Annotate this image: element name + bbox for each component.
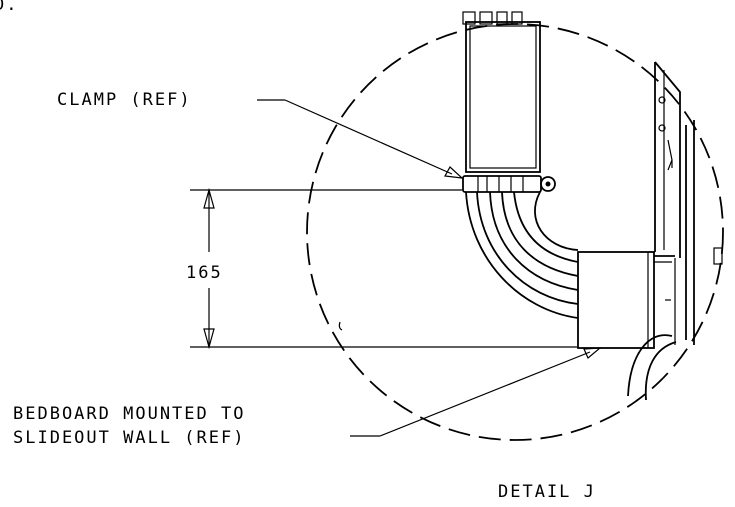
circle-tick xyxy=(338,321,343,331)
lower-hose xyxy=(627,334,677,401)
bedboard-box xyxy=(577,251,675,349)
bedboard-label-line2: SLIDEOUT WALL (REF) xyxy=(13,428,245,448)
clamp-label: CLAMP (REF) xyxy=(57,90,192,110)
detail-title: DETAIL J xyxy=(498,482,596,502)
dimension-value: 165 xyxy=(186,263,223,283)
dimension-165: 165 xyxy=(186,187,577,350)
corner-fragment: D. xyxy=(0,0,18,15)
hose-bundle xyxy=(465,191,579,319)
cylinder-body xyxy=(465,21,541,173)
bedboard-leader: BEDBOARD MOUNTED TO SLIDEOUT WALL (REF) xyxy=(13,347,602,448)
clamp-leader: CLAMP (REF) xyxy=(57,90,464,179)
bedboard-label-line1: BEDBOARD MOUNTED TO xyxy=(13,404,245,424)
wall-structure xyxy=(654,61,723,345)
top-stubs xyxy=(462,11,523,25)
detail-circle xyxy=(306,23,724,441)
clamp-band xyxy=(462,175,556,193)
